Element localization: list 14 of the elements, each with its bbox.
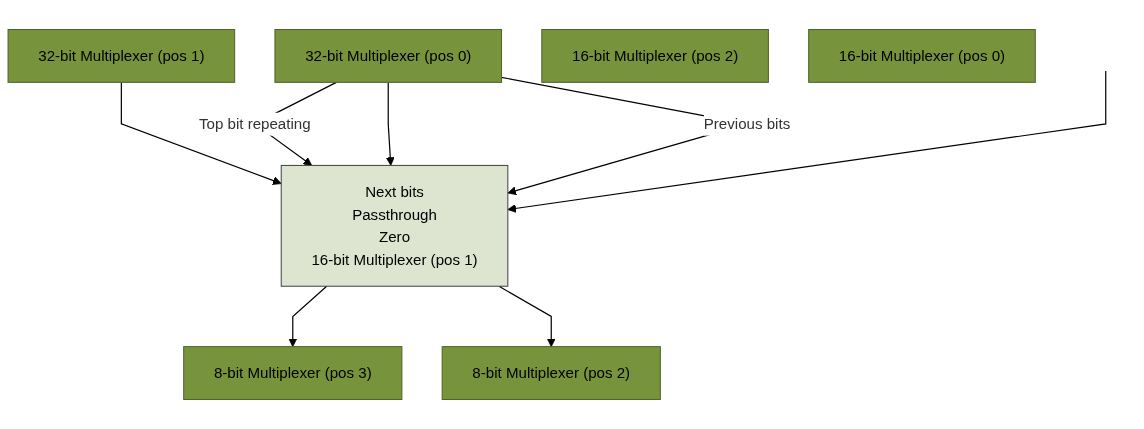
node-box: 8-bit Multiplexer (pos 2) [441,346,661,400]
node-box: 8-bit Multiplexer (pos 3) [183,346,403,400]
edge-label: Previous bits [703,114,791,132]
arrow [498,285,556,348]
node-box: 32-bit Multiplexer (pos 1) [7,29,236,83]
arrow [385,81,395,166]
node-box: 32-bit Multiplexer (pos 0) [274,29,503,83]
arrow [507,70,1107,213]
node-box: Next bits Passthrough Zero 16-bit Multiplexer (pos 1) [280,164,509,287]
node-box: 16-bit Multiplexer (pos 2) [541,29,769,83]
arrow [120,81,282,185]
node-box: 16-bit Multiplexer (pos 0) [808,29,1036,83]
arrow [288,285,328,348]
edge-label: Top bit repeating [198,114,311,132]
